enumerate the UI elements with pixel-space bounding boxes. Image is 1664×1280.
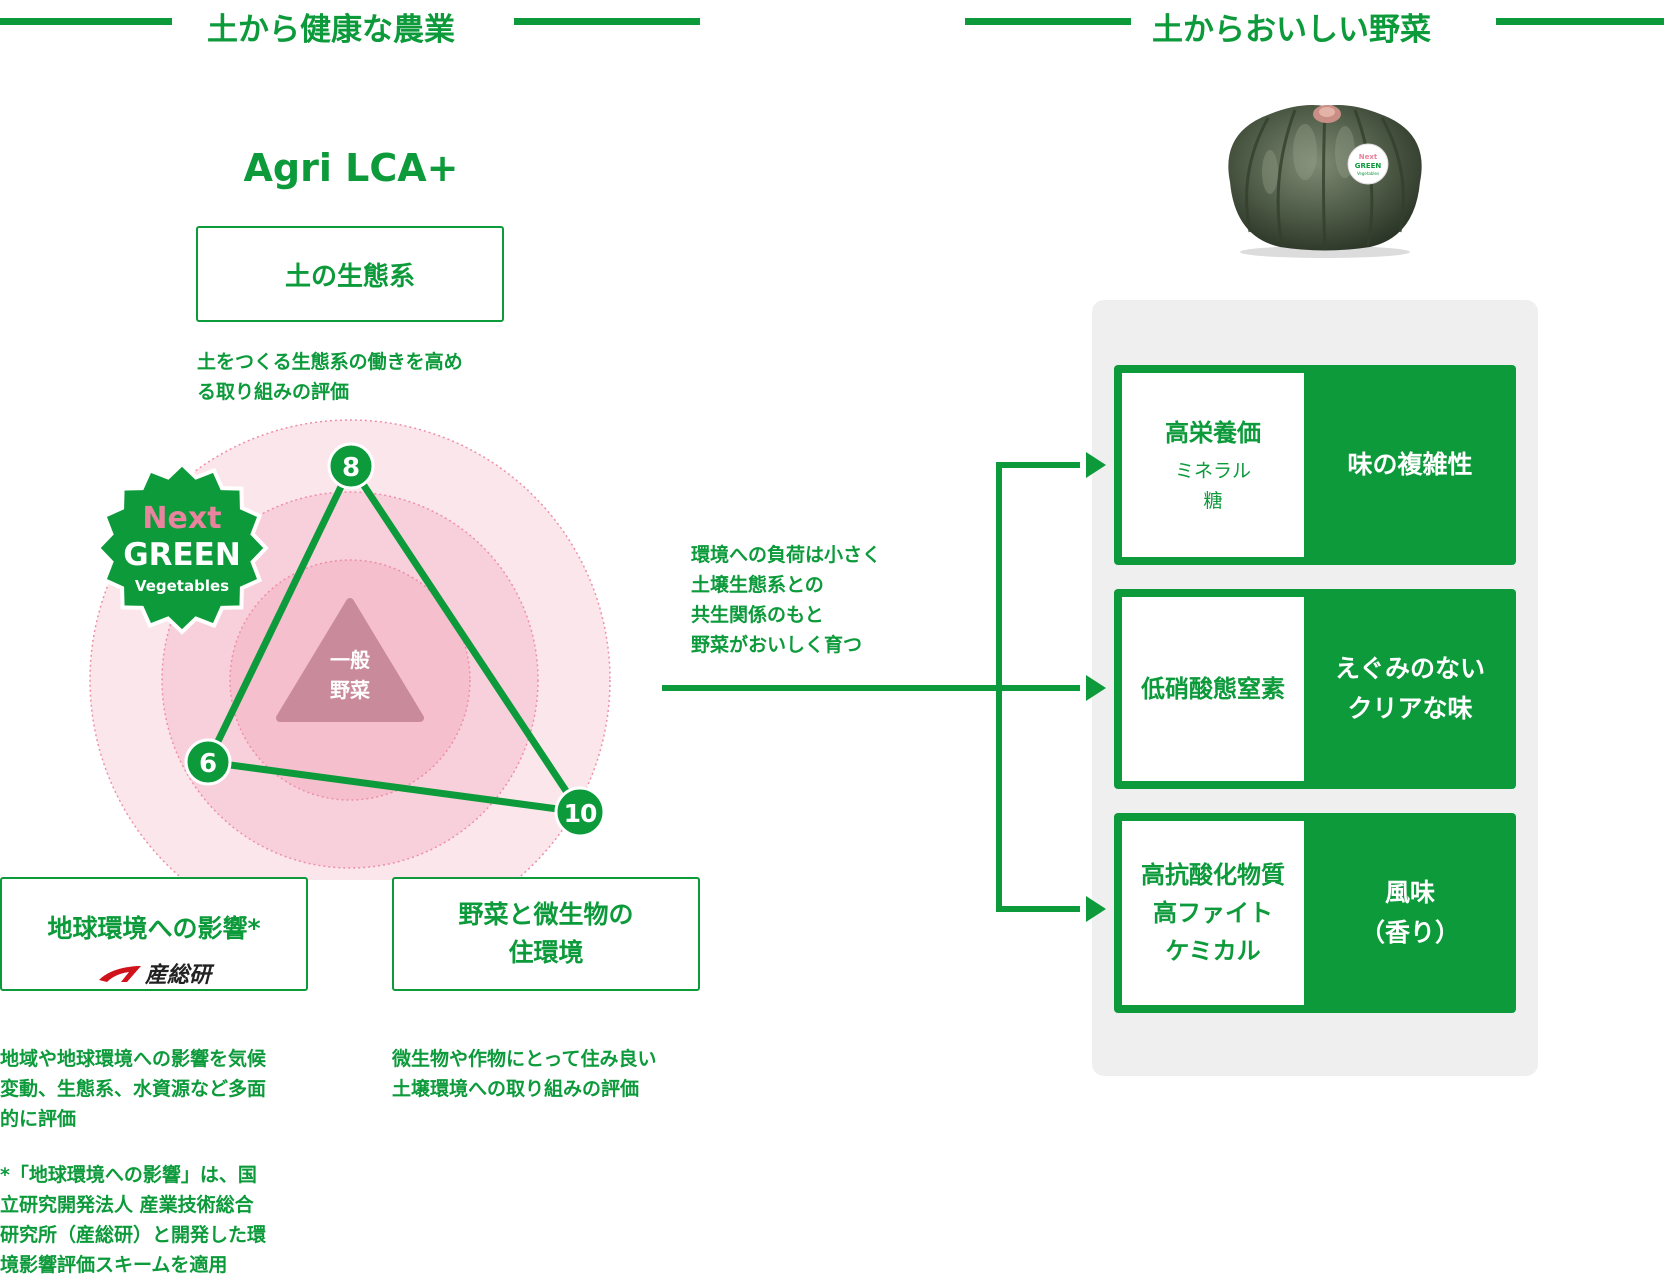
radar-node-right [554, 786, 606, 838]
soil-desc-line: 土をつくる生態系の働きを高め [197, 351, 463, 373]
card-3-main-2: 高ファイト [1153, 899, 1273, 927]
card-1-taste: 味の複雑性 [1347, 450, 1473, 479]
header-line-right-b [1496, 18, 1664, 25]
pumpkin-badge [1347, 143, 1389, 185]
radar-value-left: 6 [199, 749, 217, 779]
header-line-left-a [0, 18, 172, 25]
soil-ecosystem-label: 土の生態系 [284, 261, 415, 292]
global-desc-line: 変動、生態系、水資源など多面 [0, 1078, 267, 1100]
card-3-taste-1: 風味 [1384, 878, 1435, 907]
header-line-left-b [514, 18, 700, 25]
benefit-card-1: 高栄養価 ミネラル 糖 味の複雑性 [1114, 365, 1516, 565]
microbe-env-box: 野菜と微生物の 住環境 [392, 877, 700, 991]
radar-diagram: 一般 野菜 8 6 10 Next GREEN Vegetables [89, 419, 611, 880]
microbe-desc-line: 土壌環境への取り組みの評価 [392, 1078, 640, 1100]
soil-ecosystem-desc: 土をつくる生態系の働きを高め る取り組みの評価 [197, 347, 463, 407]
benefit-card-3-left: 高抗酸化物質 高ファイト ケミカル [1122, 821, 1304, 1005]
pumpkin-badge-next: Next [1359, 153, 1378, 161]
pumpkin-image: Next GREEN Vegetables [1228, 105, 1422, 258]
card-1-sub-2: 糖 [1203, 490, 1223, 512]
soil-desc-line: る取り組みの評価 [197, 381, 350, 403]
pumpkin-badge-veg: Vegetables [1357, 171, 1379, 176]
benefit-card-2-right: えぐみのない クリアな味 [1304, 589, 1516, 789]
card-2-taste-2: クリアな味 [1347, 694, 1473, 723]
badge-green: GREEN [123, 537, 241, 573]
middle-text-line: 共生関係のもと [691, 604, 824, 626]
card-1-main: 高栄養価 [1165, 419, 1261, 447]
microbe-desc-line: 微生物や作物にとって住み良い [392, 1048, 657, 1070]
badge-vegetables: Vegetables [135, 577, 229, 595]
global-env-note: *「地球環境への影響」は、国 立研究開発法人 産業技術総合 研究所（産総研）と開… [0, 1160, 266, 1280]
global-note-line: *「地球環境への影響」は、国 [0, 1164, 257, 1186]
global-env-desc: 地域や地球環境への影響を気候 変動、生態系、水資源など多面 的に評価 [0, 1044, 266, 1134]
microbe-env-desc: 微生物や作物にとって住み良い 土壌環境への取り組みの評価 [392, 1044, 656, 1104]
header-line-right-a [965, 18, 1131, 25]
global-desc-line: 地域や地球環境への影響を気候 [0, 1048, 267, 1070]
card-2-main: 低硝酸態窒素 [1141, 675, 1285, 703]
radar-value-top: 8 [342, 453, 360, 483]
aist-logo: 産総研 [97, 957, 211, 989]
middle-text-line: 環境への負荷は小さく [691, 544, 882, 566]
general-veg-label-1: 一般 [330, 648, 370, 672]
benefit-card-3: 高抗酸化物質 高ファイト ケミカル 風味 （香り） [1114, 813, 1516, 1013]
next-green-triangle [204, 462, 584, 816]
benefit-card-3-right: 風味 （香り） [1304, 813, 1516, 1013]
benefit-card-1-right: 味の複雑性 [1304, 365, 1516, 565]
card-2-taste-1: えぐみのない [1334, 654, 1485, 683]
arrow-head-bottom [1086, 896, 1106, 922]
radar-node-left [184, 738, 232, 786]
global-env-box: 地球環境への影響* 産総研 [0, 877, 308, 991]
global-note-line: 立研究開発法人 産業技術総合 [0, 1194, 254, 1216]
aist-logo-text: 産総研 [144, 963, 211, 988]
middle-text-line: 野菜がおいしく育つ [691, 634, 863, 656]
arrow-head-middle [1086, 675, 1106, 701]
radar-value-right: 10 [564, 799, 597, 828]
next-green-badge: Next GREEN Vegetables [95, 461, 269, 635]
benefit-card-2-left: 低硝酸態窒素 [1122, 597, 1304, 781]
global-note-line: 研究所（産総研）と開発した環 [0, 1224, 267, 1246]
arrow-head-top [1086, 452, 1106, 478]
radar-node-top [327, 442, 375, 490]
aist-logo-mark [98, 966, 141, 982]
card-3-main-3: ケミカル [1165, 937, 1261, 965]
middle-text: 環境への負荷は小さく 土壌生態系との 共生関係のもと 野菜がおいしく育つ [691, 540, 881, 660]
diagram-title: Agri LCA+ [243, 146, 459, 190]
global-note-line: 境影響評価スキームを適用 [0, 1254, 228, 1276]
soil-ecosystem-box: 土の生態系 [196, 226, 504, 322]
left-header: 土から健康な農業 [207, 11, 455, 48]
benefit-card-1-left: 高栄養価 ミネラル 糖 [1122, 373, 1304, 557]
general-veg-triangle [276, 598, 424, 722]
card-1-sub-1: ミネラル [1174, 460, 1251, 482]
global-env-label: 地球環境への影響* [47, 914, 261, 943]
card-3-taste-2: （香り） [1359, 918, 1460, 947]
global-desc-line: 的に評価 [0, 1108, 77, 1130]
general-veg-label-2: 野菜 [330, 678, 370, 702]
pumpkin-shadow [1240, 246, 1410, 258]
middle-text-line: 土壌生態系との [691, 574, 824, 596]
pumpkin-badge-green: GREEN [1355, 162, 1382, 170]
microbe-env-label-2: 住環境 [508, 938, 584, 967]
benefit-card-2: 低硝酸態窒素 えぐみのない クリアな味 [1114, 589, 1516, 789]
badge-next: Next [142, 501, 221, 536]
card-3-main-1: 高抗酸化物質 [1141, 861, 1285, 889]
microbe-env-label-1: 野菜と微生物の [458, 900, 634, 929]
right-header: 土からおいしい野菜 [1152, 11, 1431, 48]
